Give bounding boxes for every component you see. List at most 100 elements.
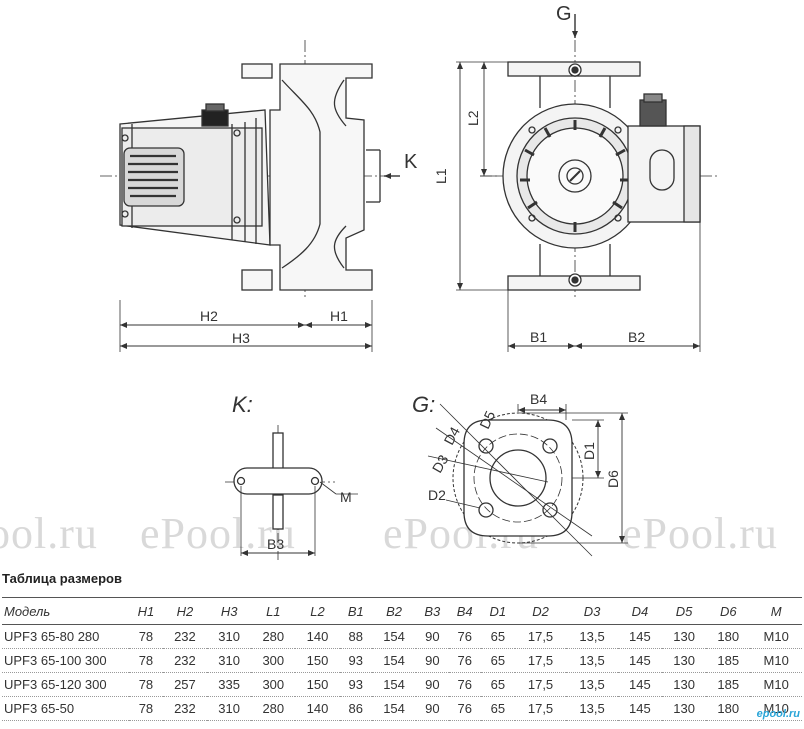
table-cell: 310 xyxy=(207,696,252,721)
table-cell: 90 xyxy=(416,672,449,697)
table-cell: 93 xyxy=(339,672,372,697)
g-arrow-label: G xyxy=(556,3,572,25)
table-cell: 145 xyxy=(617,696,662,721)
header-h3: H3 xyxy=(207,597,252,625)
cell-model: UPF3 65-80 280 xyxy=(2,624,129,649)
table-cell: 154 xyxy=(371,648,417,673)
table-header-row: Модель H1 H2 H3 L1 L2 B1 B2 B3 B4 D1 D2 … xyxy=(2,597,802,625)
table-cell: M10 xyxy=(750,648,802,673)
table-cell: 280 xyxy=(251,696,296,721)
watermark: ePool.ru xyxy=(140,509,296,558)
technical-drawing: H2 H1 H3 K xyxy=(100,3,720,560)
table-cell: 130 xyxy=(662,696,707,721)
table-cell: 90 xyxy=(416,696,449,721)
header-d3: D3 xyxy=(566,597,618,625)
front-view xyxy=(456,14,720,352)
table-cell: 232 xyxy=(162,624,208,649)
table-cell: 76 xyxy=(448,696,481,721)
table-cell: 232 xyxy=(162,696,208,721)
table-cell: 130 xyxy=(662,672,707,697)
dim-d2: D2 xyxy=(428,487,446,503)
dim-d4: D4 xyxy=(441,424,464,448)
brand-logo: epool.ru xyxy=(756,708,800,720)
dim-h3: H3 xyxy=(232,330,250,346)
watermark: ePool.ru xyxy=(622,509,778,558)
k-arrow-label: K xyxy=(404,151,418,173)
cell-model: UPF3 65-100 300 xyxy=(2,648,129,673)
dim-b3: B3 xyxy=(267,536,284,552)
table-cell: 13,5 xyxy=(566,696,618,721)
table-cell: 232 xyxy=(162,648,208,673)
dim-m: M xyxy=(340,489,352,505)
table-cell: 88 xyxy=(339,624,372,649)
table-cell: 140 xyxy=(295,624,340,649)
side-view xyxy=(100,40,400,352)
dim-d1: D1 xyxy=(581,442,597,460)
table-cell: 78 xyxy=(129,672,163,697)
table-cell: 78 xyxy=(129,648,163,673)
table-cell: 145 xyxy=(617,672,662,697)
table-cell: 130 xyxy=(662,648,707,673)
table-cell: 17,5 xyxy=(514,672,567,697)
cell-model: UPF3 65-120 300 xyxy=(2,672,129,697)
table-title: Таблица размеров xyxy=(2,571,122,586)
dim-h1: H1 xyxy=(330,308,348,324)
table-cell: 65 xyxy=(480,696,515,721)
dim-b2: B2 xyxy=(628,329,645,345)
table-cell: 185 xyxy=(706,672,751,697)
header-d4: D4 xyxy=(617,597,662,625)
header-d2: D2 xyxy=(514,597,567,625)
table-cell: 65 xyxy=(480,624,515,649)
dim-b1: B1 xyxy=(530,329,547,345)
table-cell: 90 xyxy=(416,624,449,649)
watermark: ePool.ru xyxy=(0,509,98,558)
header-d6: D6 xyxy=(706,597,751,625)
table-cell: M10 xyxy=(750,672,802,697)
table-cell: 154 xyxy=(371,624,417,649)
table-cell: 76 xyxy=(448,624,481,649)
table-cell: 140 xyxy=(295,696,340,721)
dim-l1: L1 xyxy=(433,168,449,184)
table-cell: 65 xyxy=(480,648,515,673)
header-l1: L1 xyxy=(251,597,296,625)
dim-d6: D6 xyxy=(605,470,621,488)
view-label-g: G: xyxy=(412,392,435,417)
dimensions-table: Модель H1 H2 H3 L1 L2 B1 B2 B3 B4 D1 D2 … xyxy=(2,597,802,721)
table-cell: 78 xyxy=(129,696,163,721)
table-cell: 145 xyxy=(617,648,662,673)
table-cell: M10 xyxy=(750,696,802,721)
dim-h2: H2 xyxy=(200,308,218,324)
view-label-k: K: xyxy=(232,392,253,417)
dim-d3: D3 xyxy=(429,452,452,476)
table-cell: 17,5 xyxy=(514,696,567,721)
table-cell: 180 xyxy=(706,696,751,721)
g-detail-view xyxy=(427,403,628,557)
table-cell: 310 xyxy=(207,624,252,649)
table-cell: 150 xyxy=(295,672,340,697)
table-cell: 13,5 xyxy=(566,624,618,649)
header-d1: D1 xyxy=(480,597,515,625)
table-cell: 280 xyxy=(251,624,296,649)
table-cell: 13,5 xyxy=(566,672,618,697)
dim-b4: B4 xyxy=(530,391,547,407)
table-cell: 185 xyxy=(706,648,751,673)
table-cell: 145 xyxy=(617,624,662,649)
header-h2: H2 xyxy=(162,597,208,625)
table-cell: 335 xyxy=(207,672,252,697)
table-cell: 78 xyxy=(129,624,163,649)
header-b2: B2 xyxy=(371,597,417,625)
header-model: Модель xyxy=(2,597,129,625)
dim-l2: L2 xyxy=(465,110,481,126)
table-cell: 17,5 xyxy=(514,624,567,649)
table-cell: 310 xyxy=(207,648,252,673)
table-cell: 86 xyxy=(339,696,372,721)
table-cell: 300 xyxy=(251,672,296,697)
table-cell: 180 xyxy=(706,624,751,649)
header-b3: B3 xyxy=(416,597,449,625)
header-m: M xyxy=(750,597,802,625)
table-cell: 90 xyxy=(416,648,449,673)
